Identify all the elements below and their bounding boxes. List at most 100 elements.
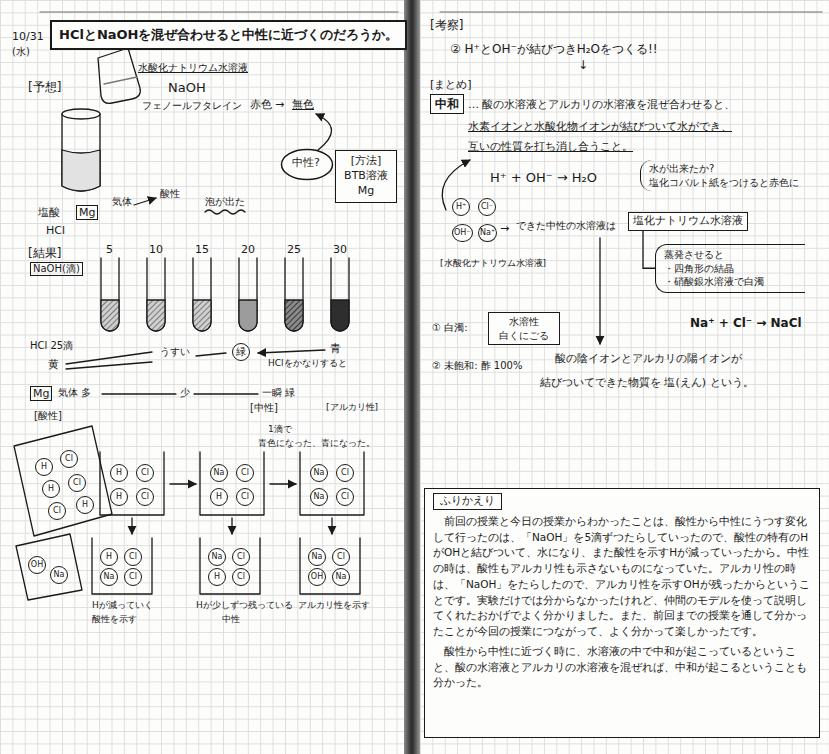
node-text: 中性? <box>292 156 322 171</box>
ion-label: OH <box>28 556 46 574</box>
ion-label: Cl <box>336 488 354 506</box>
bracket-connector <box>643 231 655 268</box>
ion-label: Cl <box>332 548 350 566</box>
note-text: NaOH(滴) <box>30 262 83 276</box>
node-text: 塩化ナトリウム水溶液 <box>633 214 743 229</box>
note-text: → <box>500 222 509 235</box>
ion-label: H <box>100 548 118 566</box>
reflection-box: ふりかえり前回の授業と今日の授業からわかったことは、酸性から中性にうつす変化して… <box>424 488 820 738</box>
note-text: HCl 25滴 <box>30 340 73 352</box>
note-text: うすい <box>160 346 190 358</box>
note-text: 青 <box>330 342 341 355</box>
note-text: [酸性] <box>34 410 62 422</box>
ion-label: Cl <box>236 464 254 482</box>
node-text: 白くにごる <box>493 329 555 343</box>
binding-gutter <box>404 0 420 754</box>
ion-label: Na <box>308 548 326 566</box>
note-text: 泡が出た <box>205 196 245 208</box>
note-text: 無色 <box>292 98 314 111</box>
note-text: Mg <box>76 205 98 220</box>
evaporation-bracket: 蒸発させると・四角形の結晶・硝酸銀水溶液で白濁 <box>655 244 805 293</box>
note-text: (水) <box>12 46 30 58</box>
note-text: 一瞬 緑 <box>262 387 295 399</box>
note-text: 塩酸 <box>38 206 60 219</box>
term-box: 中和 <box>430 94 464 114</box>
note-text: 水酸化ナトリウム水溶液 <box>138 62 248 74</box>
note-text: アルカリ性を示す <box>298 600 370 611</box>
note-text: フェノールフタレイン <box>142 100 242 112</box>
question-ellipse: 中性? <box>280 148 334 181</box>
note-text: 酸の陰イオンとアルカリの陽イオンが <box>555 352 742 365</box>
ion-label: Cl <box>124 568 142 586</box>
ion-label: Na⁺ <box>478 224 497 242</box>
ion-label: Cl <box>48 502 66 520</box>
node-text: 水が出来たか? <box>649 162 812 176</box>
note-text: 10/31 <box>12 30 44 43</box>
note-text: 25 <box>287 243 301 256</box>
ion-label: Cl <box>236 488 254 506</box>
node-text: BTB溶液 <box>340 169 392 184</box>
ion-label: Cl <box>232 548 250 566</box>
ion-label: OH <box>308 568 326 586</box>
note-text: 互いの性質を打ち消し合うこと。 <box>468 140 633 153</box>
question-title: HClとNaOHを混ぜ合わせると中性に近づくのだろうか。 <box>50 20 407 50</box>
reflection-paragraph: 前回の授業と今日の授業からわかったことは、酸性から中性にうつす変化して行ったのは… <box>433 514 811 640</box>
note-text: できた中性の水溶液は <box>516 220 616 232</box>
ion-label: Na <box>50 566 68 584</box>
evidence-bracket: 水が出来たか?塩化コバルト紙をつけると赤色に <box>640 160 820 191</box>
note-text: → <box>275 98 284 111</box>
section-tab: ふりかえり <box>433 493 502 510</box>
note-text: … 酸の水溶液とアルカリの水溶液を混ぜ合わせると、 <box>468 98 736 111</box>
ellipse-shape <box>282 150 333 180</box>
note-text: Hが減っていく <box>92 600 153 611</box>
note-text: 水素イオンと水酸化物イオンが結びついて水ができ、 <box>468 120 732 133</box>
note-text: [予想] <box>28 80 61 94</box>
note-text: 15 <box>195 243 209 256</box>
note-text: [アルカリ性] <box>326 402 378 413</box>
ion-label: Na <box>332 568 350 586</box>
note-text: 酸性を示す <box>92 614 137 625</box>
note-text: Mg <box>30 386 52 401</box>
node-text: ・四角形の結晶 <box>664 262 797 276</box>
ion-label: Cl <box>60 450 78 468</box>
method-box: [方法]BTB溶液Mg <box>335 150 397 203</box>
ion-label: Na <box>208 548 226 566</box>
note-text: HCl <box>46 224 65 237</box>
note-text: 結びついてできた物質を 塩(えん) という。 <box>540 376 754 389</box>
note-text: [考察] <box>430 18 463 32</box>
ion-label: Cl⁻ <box>478 198 496 216</box>
ion-label: H <box>76 496 94 514</box>
note-text: 酸性 <box>160 188 180 200</box>
ion-label: H <box>35 458 53 476</box>
note-text: 1滴で <box>268 424 292 435</box>
note-text: 赤色 <box>250 98 272 111</box>
note-text: [中性] <box>250 402 278 414</box>
note-text: 気体 多 <box>58 387 91 399</box>
note-text: [まとめ] <box>430 78 472 91</box>
note-text: [水酸化ナトリウム水溶液] <box>440 258 546 269</box>
note-text: 20 <box>241 243 255 256</box>
ion-label: Cl <box>336 464 354 482</box>
ion-label: H <box>110 488 128 506</box>
ion-label: Na <box>310 488 328 506</box>
note-text: 気体 <box>112 196 132 208</box>
node-text: 水溶性 <box>493 315 555 329</box>
note-text: NaOH <box>168 80 206 96</box>
node-text: 蒸発させると <box>664 248 797 262</box>
result-box: 水溶性白くにごる <box>488 312 560 345</box>
note-text: [結果] <box>28 246 61 260</box>
note-text: 緑 <box>232 343 250 361</box>
note-text: ① 白濁: <box>432 322 468 334</box>
ion-label: Cl <box>136 488 154 506</box>
note-text: 中性 <box>222 614 240 625</box>
ion-label: Na <box>100 568 118 586</box>
ion-label: H <box>210 488 228 506</box>
note-text: 30 <box>333 243 347 256</box>
product-box: 塩化ナトリウム水溶液 <box>628 212 748 231</box>
ion-label: OH⁻ <box>452 224 473 242</box>
note-text: ② 未飽和: 酢 100% <box>432 360 522 372</box>
node-text: 塩化コバルト紙をつけると赤色に <box>649 176 812 190</box>
ion-label: Cl <box>232 568 250 586</box>
ion-label: Cl <box>68 474 86 492</box>
